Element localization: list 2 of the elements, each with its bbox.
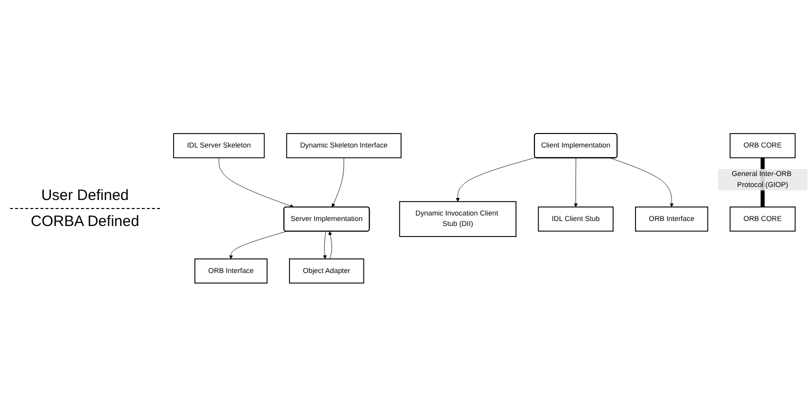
layer-label: User Defined (41, 187, 129, 204)
layer-label: CORBA Defined (30, 213, 140, 230)
